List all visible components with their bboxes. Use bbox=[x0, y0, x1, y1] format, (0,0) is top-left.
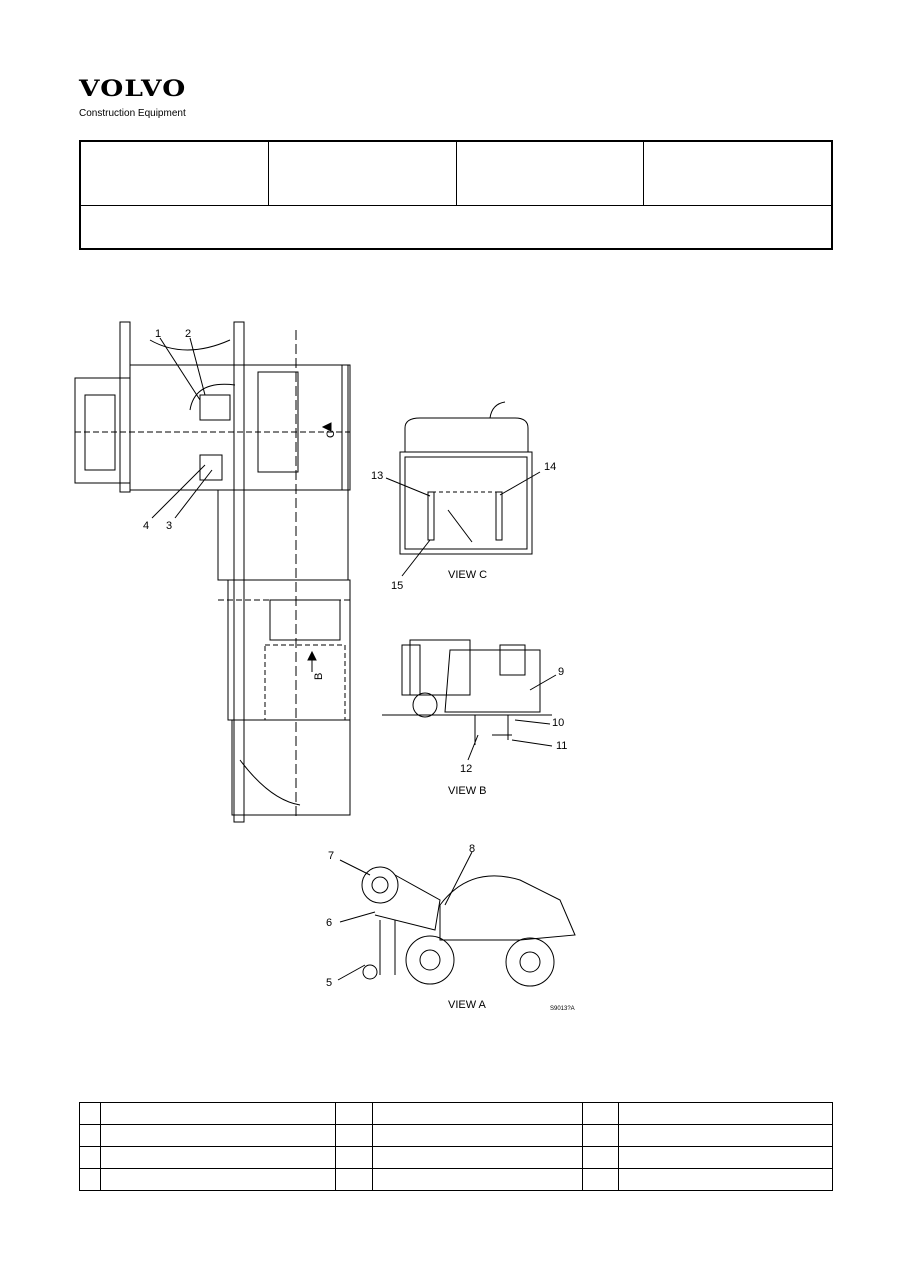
table-cell bbox=[335, 1102, 373, 1125]
callout-1: 1 bbox=[155, 328, 161, 340]
table-cell bbox=[335, 1146, 373, 1169]
callout-15: 15 bbox=[391, 580, 403, 592]
table-row bbox=[79, 1124, 833, 1147]
table-cell bbox=[618, 1124, 833, 1147]
callout-14: 14 bbox=[544, 461, 556, 473]
table-cell bbox=[100, 1168, 336, 1191]
callout-8: 8 bbox=[469, 843, 475, 855]
table-cell bbox=[618, 1102, 833, 1125]
callout-2: 2 bbox=[185, 328, 191, 340]
table-cell bbox=[335, 1124, 373, 1147]
callout-5: 5 bbox=[326, 977, 332, 989]
table-cell bbox=[372, 1146, 583, 1169]
table-cell bbox=[372, 1102, 583, 1125]
table-cell bbox=[372, 1124, 583, 1147]
table-cell bbox=[618, 1168, 833, 1191]
callout-13: 13 bbox=[371, 470, 383, 482]
table-cell bbox=[582, 1102, 619, 1125]
table-cell bbox=[79, 1168, 101, 1191]
table-cell bbox=[100, 1102, 336, 1125]
drawing-code: S9013?A bbox=[550, 1006, 575, 1012]
view-c bbox=[385, 401, 541, 577]
view-b bbox=[382, 639, 557, 761]
view-arrow-b-label: B bbox=[313, 673, 325, 680]
table-row bbox=[79, 1102, 833, 1125]
title-block bbox=[79, 140, 833, 250]
table-cell bbox=[79, 1124, 101, 1147]
title-cell-3 bbox=[457, 142, 645, 205]
table-cell bbox=[100, 1124, 336, 1147]
parts-table bbox=[79, 1102, 833, 1191]
table-cell bbox=[582, 1146, 619, 1169]
callout-12: 12 bbox=[460, 763, 472, 775]
callout-4: 4 bbox=[143, 520, 149, 532]
callout-10: 10 bbox=[552, 717, 564, 729]
table-cell bbox=[372, 1168, 583, 1191]
table-row bbox=[79, 1146, 833, 1169]
callout-11: 11 bbox=[556, 740, 567, 752]
callout-3: 3 bbox=[166, 520, 172, 532]
callout-6: 6 bbox=[326, 917, 332, 929]
table-cell bbox=[79, 1102, 101, 1125]
view-arrow-c-label: C bbox=[325, 430, 337, 438]
view-b-label: VIEW B bbox=[448, 785, 487, 797]
view-c-label: VIEW C bbox=[448, 569, 487, 581]
view-a-label: VIEW A bbox=[448, 999, 487, 1011]
volvo-logo: VOLVO bbox=[79, 76, 187, 102]
title-cell-1 bbox=[81, 142, 269, 205]
table-cell bbox=[618, 1146, 833, 1169]
view-a bbox=[337, 851, 576, 987]
table-cell bbox=[582, 1124, 619, 1147]
callout-7: 7 bbox=[328, 850, 334, 862]
callout-9: 9 bbox=[558, 666, 564, 678]
table-row bbox=[79, 1168, 833, 1191]
table-cell bbox=[582, 1168, 619, 1191]
table-cell bbox=[100, 1146, 336, 1169]
brand-subtitle: Construction Equipment bbox=[79, 108, 186, 119]
table-cell bbox=[79, 1146, 101, 1169]
title-cell-2 bbox=[269, 142, 457, 205]
plan-view bbox=[74, 321, 351, 823]
table-cell bbox=[335, 1168, 373, 1191]
